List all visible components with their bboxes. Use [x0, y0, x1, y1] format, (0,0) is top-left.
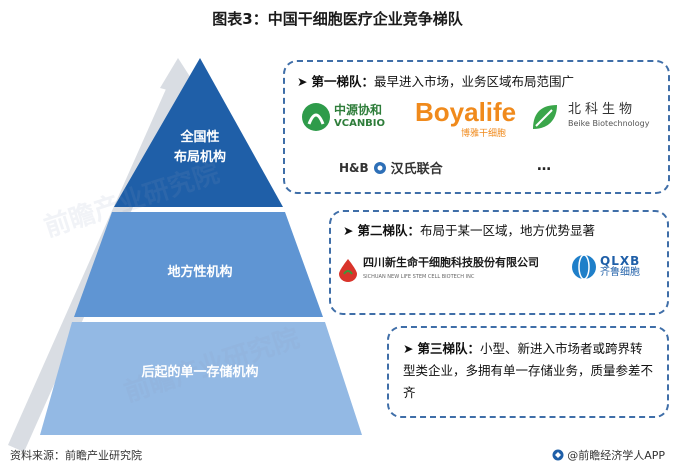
sichuan-drop-icon: [339, 259, 357, 282]
chart-title: 图表3：中国干细胞医疗企业竞争梯队: [212, 10, 463, 28]
arrow-bullet-icon: ➤: [297, 74, 312, 89]
arrow-bullet-icon: ➤: [343, 223, 358, 238]
arrow-bullet-icon: ➤: [403, 341, 418, 356]
pyramid-tier-1: [114, 58, 283, 207]
pyramid-tier-3: [40, 322, 362, 435]
zhongyuan-emblem-icon: [302, 103, 330, 131]
qlxb-globe-icon: [572, 254, 596, 280]
tier-3-label: 后起的单一存储机构: [141, 365, 259, 380]
logo-beike: 北科生物 Beike Biotechnology: [530, 102, 649, 132]
more-ellipsis: …: [537, 158, 551, 174]
brand-credit: @前瞻经济学人APP: [552, 447, 665, 463]
tier-2-box: ➤ 第二梯队：布局于某一区域，地方优势显著 四川新生命干细胞科技股份有限公司 S…: [329, 210, 669, 315]
tier-3-box: ➤ 第三梯队：小型、新进入市场者或跨界转型类企业，多拥有单一存储业务，质量参差不…: [387, 326, 669, 418]
pyramid-tier-2: [74, 212, 323, 317]
logo-sichuan-newlife: 四川新生命干细胞科技股份有限公司 SICHUAN NEW LIFE STEM C…: [337, 257, 539, 283]
tier-1-heading: ➤ 第一梯队：最早进入市场，业务区域布局范围广: [297, 74, 574, 89]
tier-2-heading: ➤ 第二梯队：布局于某一区域，地方优势显著: [343, 223, 595, 238]
beike-leaf-icon: [533, 105, 557, 129]
tier-2-label: 地方性机构: [167, 265, 233, 280]
logo-hanshi: H&B 汉氏联合: [339, 160, 443, 178]
hanshi-emblem-icon: [373, 161, 386, 174]
brand-logo-icon: [552, 449, 564, 461]
source-note: 资料来源：前瞻产业研究院: [10, 449, 142, 462]
logo-qlxb: QLXB 齐鲁细胞: [571, 254, 640, 280]
tier-1-label: 全国性 布局机构: [173, 130, 226, 165]
logo-boyalife: Boyalife 博雅干细胞: [415, 97, 517, 139]
tier-3-text: ➤ 第三梯队：小型、新进入市场者或跨界转型类企业，多拥有单一存储业务，质量参差不…: [403, 341, 654, 400]
tier-1-box: ➤ 第一梯队：最早进入市场，业务区域布局范围广 中源协和 VCANBIO Boy…: [283, 60, 670, 194]
logo-zhongyuan: 中源协和 VCANBIO: [301, 102, 385, 132]
